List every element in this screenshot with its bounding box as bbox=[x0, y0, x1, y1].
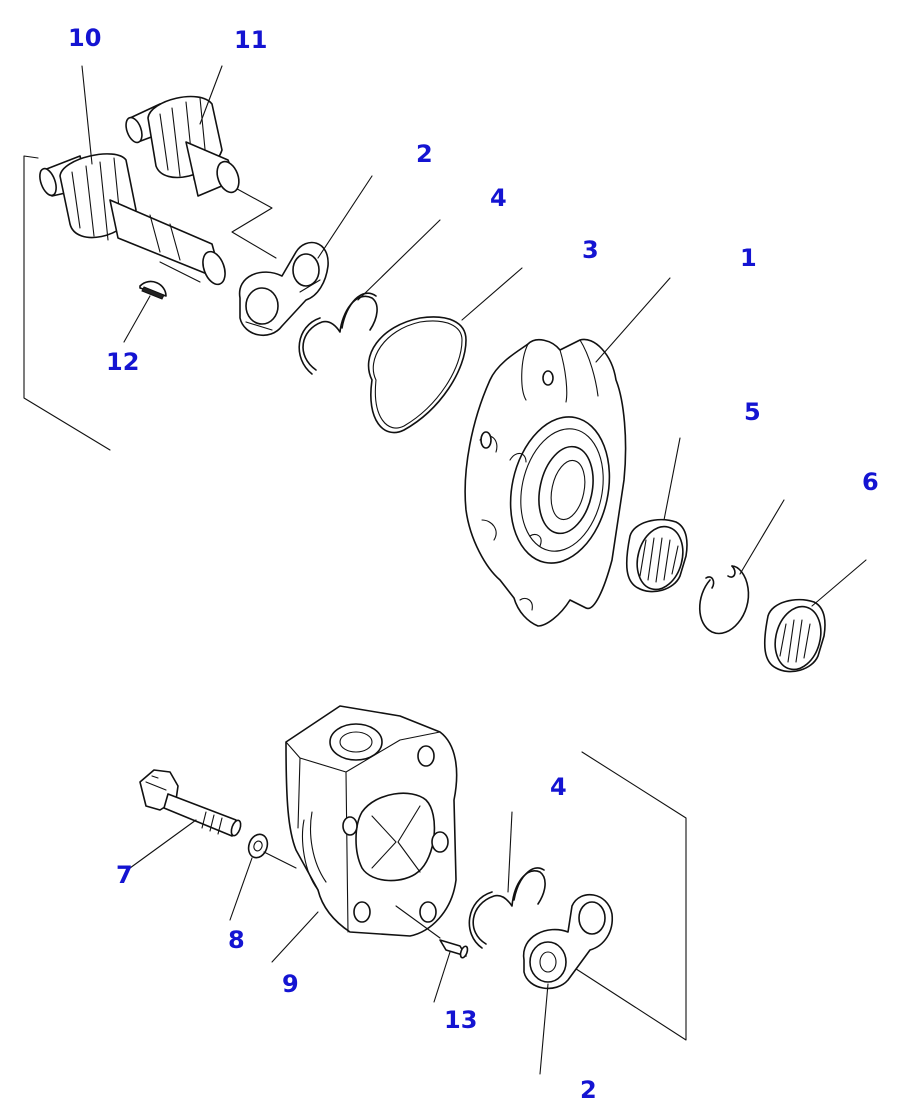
bushing-plate-2-top bbox=[238, 241, 329, 336]
callout-2-bottom: 2 bbox=[580, 1076, 597, 1104]
leader-lines bbox=[81, 65, 867, 1075]
washer-8 bbox=[247, 833, 269, 859]
bolt-7 bbox=[139, 769, 242, 837]
callout-13: 13 bbox=[444, 1006, 477, 1034]
callout-6: 6 bbox=[862, 468, 879, 496]
o-ring-3 bbox=[367, 316, 467, 434]
bearing-6 bbox=[763, 598, 826, 673]
callout-10: 10 bbox=[68, 24, 101, 52]
bushing-plate-2-bottom bbox=[522, 893, 614, 990]
gear-shaft-11 bbox=[125, 95, 240, 197]
callout-3: 3 bbox=[582, 236, 599, 264]
dowel-pin-13 bbox=[439, 939, 469, 959]
snap-ring-5-area bbox=[699, 565, 750, 635]
callout-4-top: 4 bbox=[490, 184, 507, 212]
assembly-bracket-top bbox=[23, 155, 277, 451]
bearing-5 bbox=[625, 518, 688, 593]
callout-5: 5 bbox=[744, 398, 761, 426]
callout-2-top: 2 bbox=[416, 140, 433, 168]
pump-front-cover-1 bbox=[464, 338, 627, 627]
callout-9: 9 bbox=[282, 970, 299, 998]
pump-housing-9 bbox=[285, 705, 458, 937]
callout-1: 1 bbox=[740, 244, 757, 272]
snap-ring-4-top bbox=[298, 292, 378, 375]
callout-7: 7 bbox=[116, 861, 133, 889]
woodruff-key-12 bbox=[139, 280, 167, 300]
callout-11: 11 bbox=[234, 26, 267, 54]
callout-4-bottom: 4 bbox=[550, 773, 567, 801]
drive-shaft-10 bbox=[39, 153, 226, 286]
callout-8: 8 bbox=[228, 926, 245, 954]
callout-12: 12 bbox=[106, 348, 139, 376]
assembly-bracket-bottom bbox=[569, 751, 687, 1041]
snap-ring-4-bottom bbox=[468, 867, 546, 949]
callout-labels: 10 11 2 4 3 1 12 5 6 4 7 8 9 13 2 bbox=[68, 24, 879, 1104]
